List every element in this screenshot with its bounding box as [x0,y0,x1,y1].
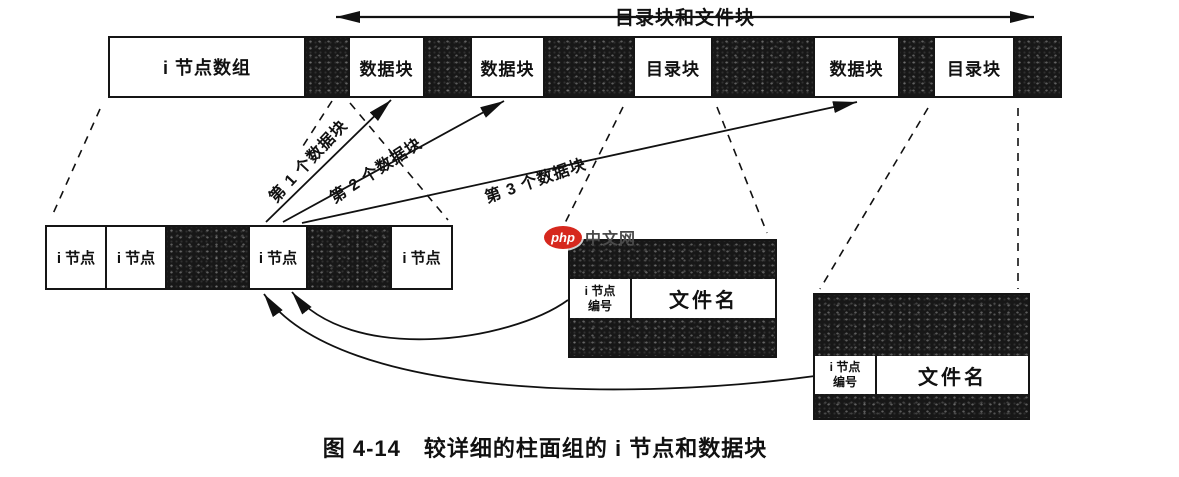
dir-table2-bottom-band [815,394,1028,418]
dir-table2-entry-row: i 节点 编号 文件名 [815,356,1028,394]
watermark: php 中文网 [544,225,636,249]
dashed-dir2-left [819,107,929,290]
php-logo-icon: php [544,225,582,249]
arrow-table1-to-inode [291,291,569,341]
inode-row-dark-2 [306,225,392,290]
inode-number-label-line1: i 节点 [584,283,616,298]
directory-block-1: 目录块 [633,36,713,98]
dark-block-6 [1013,36,1062,98]
inode-cell-2: i 节点 [105,225,167,290]
inode-cell-4: i 节点 [390,225,453,290]
dir-table1-filename-cell: 文件名 [669,290,738,312]
dark-block-5 [898,36,935,98]
inode-number-label-line1: i 节点 [829,360,861,374]
inode-cell-3: i 节点 [248,225,308,290]
inode-cell-1: i 节点 [45,225,107,290]
dir-table2-top-band [815,295,1028,356]
arrow-table2-to-inode [263,293,816,391]
directory-table-1: i 节点 编号 文件名 [568,239,777,358]
figure-caption: 图 4-14 较详细的柱面组的 i 节点和数据块 [322,436,768,461]
dark-block-3 [543,36,635,98]
data-block-2: 数据块 [470,36,545,98]
directory-table-2: i 节点 编号 文件名 [813,293,1030,420]
directory-block-2: 目录块 [933,36,1015,98]
inode-array-block: i 节点数组 [108,36,306,98]
dark-block-4 [711,36,815,98]
inode-row-dark-1 [165,225,250,290]
data-block-1: 数据块 [348,36,425,98]
dir-table1-inode-number-cell: i 节点 编号 [570,279,632,318]
arrow-second-data-block [282,100,505,223]
arrow-third-data-block [301,101,858,224]
dir-table2-inode-number-cell: i 节点 编号 [815,356,877,394]
watermark-site-text: 中文网 [585,231,637,248]
inode-number-label-line2: 编号 [832,375,857,389]
inode-number-label-line2: 编号 [587,298,612,313]
dashed-dir1-right [716,106,768,234]
label-third-data-block: 第 3 个数据块 [483,156,589,207]
dark-block-1 [304,36,350,98]
arrow-first-data-block [265,99,392,223]
dir-table1-top-band [570,241,775,279]
data-block-3: 数据块 [813,36,900,98]
dir-table1-bottom-band [570,318,775,356]
dir-table1-entry-row: i 节点 编号 文件名 [570,279,775,318]
dashed-expansion-right [349,102,449,221]
dir-table2-filename-cell: 文件名 [918,366,987,389]
dark-block-2 [423,36,472,98]
dashed-expansion-left [51,108,101,217]
